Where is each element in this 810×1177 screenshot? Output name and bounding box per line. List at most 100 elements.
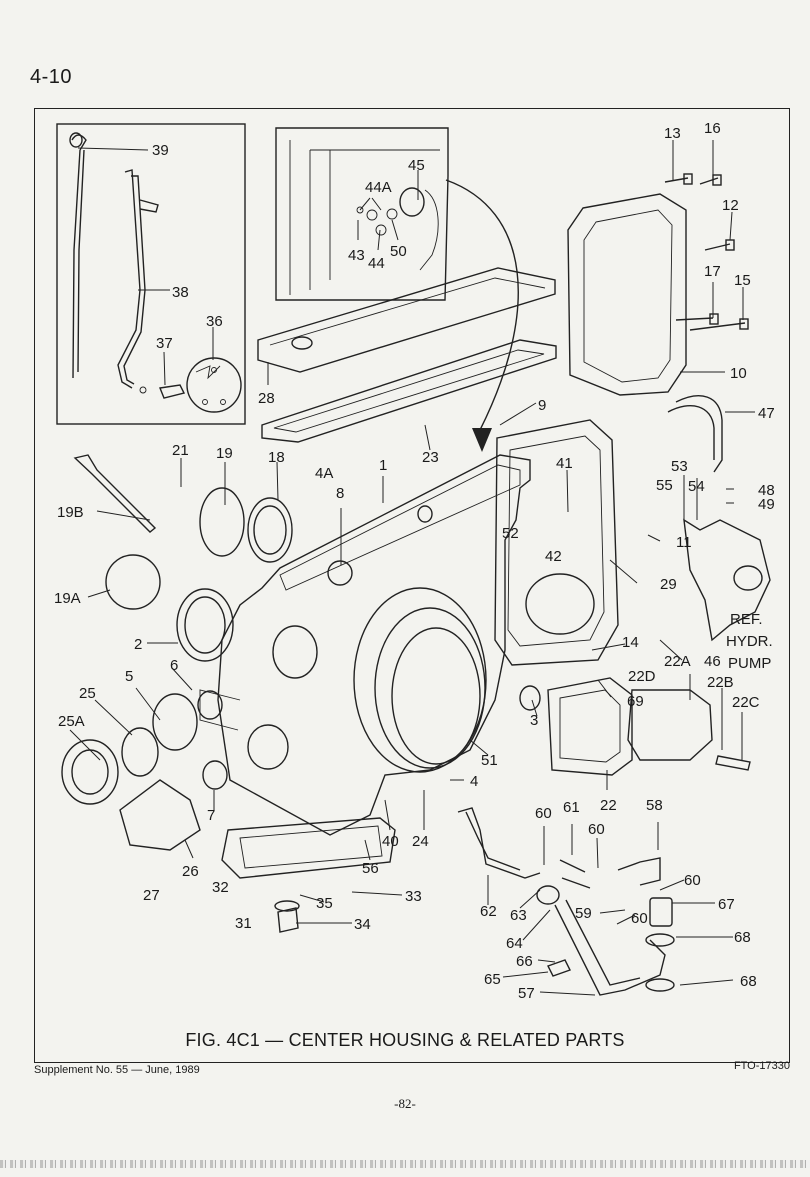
callout-26: 26 <box>182 863 199 880</box>
callout-69: 69 <box>627 693 644 710</box>
scan-artifact <box>0 1160 810 1168</box>
inset-box-housing-interior <box>275 127 449 301</box>
callout-60: 60 <box>684 872 701 889</box>
callout-64: 64 <box>506 935 523 952</box>
callout-57: 57 <box>518 985 535 1002</box>
callout-42: 42 <box>545 548 562 565</box>
seal-2 <box>176 588 234 662</box>
gasket-23 <box>261 339 557 443</box>
callout-11: 11 <box>676 534 692 551</box>
ref-note-line1: REF. <box>730 611 763 628</box>
gasket-18 <box>247 497 293 563</box>
callout-48: 48 <box>758 482 775 499</box>
callout-32: 32 <box>212 879 229 896</box>
leader-lines <box>69 140 755 996</box>
callout-10: 10 <box>730 365 747 382</box>
folio-number: -82- <box>394 1096 416 1111</box>
callout-22c: 22C <box>732 694 760 711</box>
callout-50: 50 <box>390 243 407 260</box>
callout-1: 1 <box>379 457 387 474</box>
callout-49: 49 <box>758 496 775 513</box>
cover-25a <box>61 739 119 805</box>
callout-29: 29 <box>660 576 677 593</box>
bolt-37 <box>139 384 186 399</box>
callout-19a: 19A <box>54 590 81 607</box>
pan-plate-28 <box>257 267 556 373</box>
callout-22: 22 <box>600 797 617 814</box>
callout-6: 6 <box>170 657 178 674</box>
callout-60: 60 <box>588 821 605 838</box>
callout-35: 35 <box>316 895 333 912</box>
footer-figure-code: FTO-17330 <box>733 1060 790 1072</box>
callout-18: 18 <box>268 449 285 466</box>
callout-38: 38 <box>172 284 189 301</box>
hydraulic-pump-ref <box>683 518 771 642</box>
callout-62: 62 <box>480 903 497 920</box>
callout-41: 41 <box>556 455 573 472</box>
callout-3: 3 <box>530 712 538 729</box>
callout-25: 25 <box>79 685 96 702</box>
callout-27: 27 <box>143 887 160 904</box>
callout-22d: 22D <box>628 668 656 685</box>
callout-23: 23 <box>422 449 439 466</box>
callout-55: 55 <box>656 477 673 494</box>
callout-14: 14 <box>622 634 639 651</box>
callout-19: 19 <box>216 445 233 462</box>
callout-68: 68 <box>734 929 751 946</box>
callout-33: 33 <box>405 888 422 905</box>
dipstick-tube-drawing <box>69 132 159 389</box>
callout-28: 28 <box>258 390 275 407</box>
callout-8: 8 <box>336 485 344 502</box>
callout-68: 68 <box>740 973 757 990</box>
bushing-5 <box>197 690 223 720</box>
flow-arrow <box>445 179 519 431</box>
figure-frame <box>34 108 790 1063</box>
callout-21: 21 <box>172 442 189 459</box>
plug-34 <box>277 907 299 933</box>
cover-22a <box>627 689 713 761</box>
callout-31: 31 <box>235 915 252 932</box>
callout-44: 44 <box>368 255 385 272</box>
bushing-7 <box>202 760 228 790</box>
ref-hydr-pump-note: REF. HYDR. PUMP <box>726 611 773 672</box>
flow-arrow-head <box>472 428 492 452</box>
bracket-27-26 <box>119 779 201 851</box>
callout-5: 5 <box>125 668 133 685</box>
side-cover-flange <box>494 419 619 666</box>
callout-19b: 19B <box>57 504 84 521</box>
center-housing-1 <box>199 454 531 836</box>
seal-3 <box>519 685 541 711</box>
callout-4a: 4A <box>315 465 333 482</box>
callout-56: 56 <box>362 860 379 877</box>
callout-60: 60 <box>535 805 552 822</box>
bolt-22c <box>715 755 751 771</box>
callout-40: 40 <box>382 833 399 850</box>
callout-54: 54 <box>688 478 705 495</box>
callout-63: 63 <box>510 907 527 924</box>
callout-43: 43 <box>348 247 365 264</box>
callout-7: 7 <box>207 807 215 824</box>
callout-47: 47 <box>758 405 775 422</box>
dipstick-19b <box>73 454 157 533</box>
callout-12: 12 <box>722 197 739 214</box>
callout-52: 52 <box>502 525 519 542</box>
callout-61: 61 <box>563 799 580 816</box>
bolts-13-16-12-17-15 <box>664 173 749 331</box>
callout-4: 4 <box>470 773 478 790</box>
callout-51: 51 <box>481 752 498 769</box>
callout-22a: 22A <box>664 653 691 670</box>
bottom-plate-32 <box>221 817 396 879</box>
callout-25a: 25A <box>58 713 85 730</box>
callout-13: 13 <box>664 125 681 142</box>
callout-9: 9 <box>538 397 546 414</box>
figure-caption: FIG. 4C1 — CENTER HOUSING & RELATED PART… <box>185 1030 625 1050</box>
rear-cover-10 <box>567 193 687 396</box>
ref-note-line3: PUMP <box>728 655 771 672</box>
oring-25 <box>121 727 159 777</box>
gasket-22 <box>547 677 633 776</box>
callout-15: 15 <box>734 272 751 289</box>
callout-65: 65 <box>484 971 501 988</box>
